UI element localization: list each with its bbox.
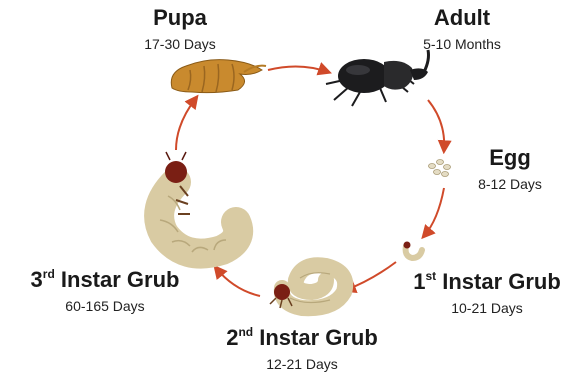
stage-duration: 17-30 Days (120, 35, 240, 53)
stage-number: 2 (226, 325, 238, 350)
stage-title-text: Instar Grub (253, 325, 378, 350)
stage-label-adult: Adult 5-10 Months (392, 6, 532, 53)
stage-title: Adult (392, 6, 532, 30)
stage-title-text: Adult (434, 5, 490, 30)
stage-label-egg: Egg 8-12 Days (460, 146, 560, 193)
arrow-pupa-to-adult (268, 66, 328, 72)
stage-duration: 12-21 Days (208, 355, 396, 373)
eggs-icon (429, 160, 451, 177)
beetle-icon (326, 50, 429, 106)
stage-duration: 8-12 Days (460, 175, 560, 193)
stage-title: 1st Instar Grub (398, 270, 576, 294)
stage-title: 3rd Instar Grub (0, 268, 210, 292)
stage-label-pupa: Pupa 17-30 Days (120, 6, 240, 53)
stage-label-third-instar: 3rd Instar Grub 60-165 Days (0, 268, 210, 315)
arrow-first-to-second-instar (346, 262, 396, 290)
coiled-grub-icon (270, 265, 345, 308)
arrow-adult-to-egg (428, 100, 444, 150)
stage-title: 2nd Instar Grub (208, 326, 396, 350)
stage-title-text: Instar Grub (55, 267, 180, 292)
large-grub-icon (159, 152, 238, 254)
stage-label-second-instar: 2nd Instar Grub 12-21 Days (208, 326, 396, 373)
arrow-egg-to-first-instar (424, 188, 444, 236)
stage-duration: 60-165 Days (0, 297, 210, 315)
stage-title-text: Egg (489, 145, 531, 170)
stage-duration: 5-10 Months (392, 35, 532, 53)
ordinal-suffix: rd (43, 267, 55, 281)
ordinal-suffix: nd (238, 325, 253, 339)
stage-title: Egg (460, 146, 560, 170)
small-grub-icon (404, 242, 423, 259)
stage-title-text: Pupa (153, 5, 207, 30)
arrow-second-to-third-instar (216, 268, 260, 296)
pupa-icon (171, 60, 266, 93)
arrow-third-instar-to-pupa (176, 98, 196, 150)
stage-label-first-instar: 1st Instar Grub 10-21 Days (398, 270, 576, 317)
stage-number: 3 (31, 267, 43, 292)
ordinal-suffix: st (425, 269, 436, 283)
stage-title: Pupa (120, 6, 240, 30)
stage-number: 1 (413, 269, 425, 294)
stage-duration: 10-21 Days (398, 299, 576, 317)
stage-title-text: Instar Grub (436, 269, 561, 294)
